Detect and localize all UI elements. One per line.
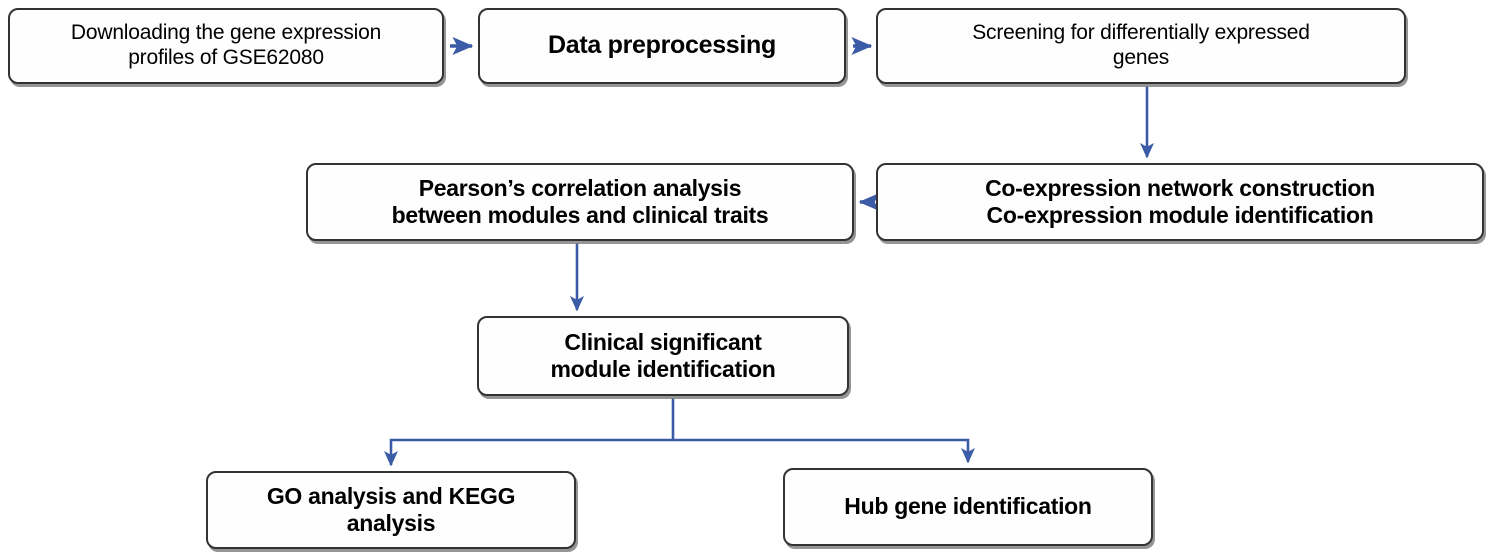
node-hub-gene-label: Hub gene identification	[844, 493, 1092, 520]
node-screening-label: Screening for differentially expressed g…	[972, 21, 1310, 69]
node-preprocessing[interactable]: Data preprocessing	[478, 8, 846, 84]
node-clinical-module[interactable]: Clinical significant module identificati…	[477, 316, 849, 396]
node-go-kegg-label: GO analysis and KEGG analysis	[266, 482, 516, 536]
node-clinical-module-label: Clinical significant module identificati…	[550, 328, 776, 382]
node-screening[interactable]: Screening for differentially expressed g…	[876, 8, 1406, 84]
node-coexpression-label: Co-expression network construction Co-ex…	[985, 174, 1375, 228]
node-pearson-label: Pearson’s correlation analysis between m…	[391, 174, 769, 228]
arrow-clinical-module-to-go-kegg	[383, 438, 673, 467]
node-coexpression[interactable]: Co-expression network construction Co-ex…	[876, 163, 1484, 241]
node-download[interactable]: Downloading the gene expression profiles…	[8, 8, 444, 84]
node-download-label: Downloading the gene expression profiles…	[70, 21, 382, 69]
arrow-clinical-module-to-hub-gene	[673, 438, 976, 464]
node-hub-gene[interactable]: Hub gene identification	[783, 468, 1153, 546]
node-pearson[interactable]: Pearson’s correlation analysis between m…	[306, 163, 854, 241]
node-preprocessing-label: Data preprocessing	[547, 31, 776, 60]
node-go-kegg[interactable]: GO analysis and KEGG analysis	[206, 471, 576, 549]
